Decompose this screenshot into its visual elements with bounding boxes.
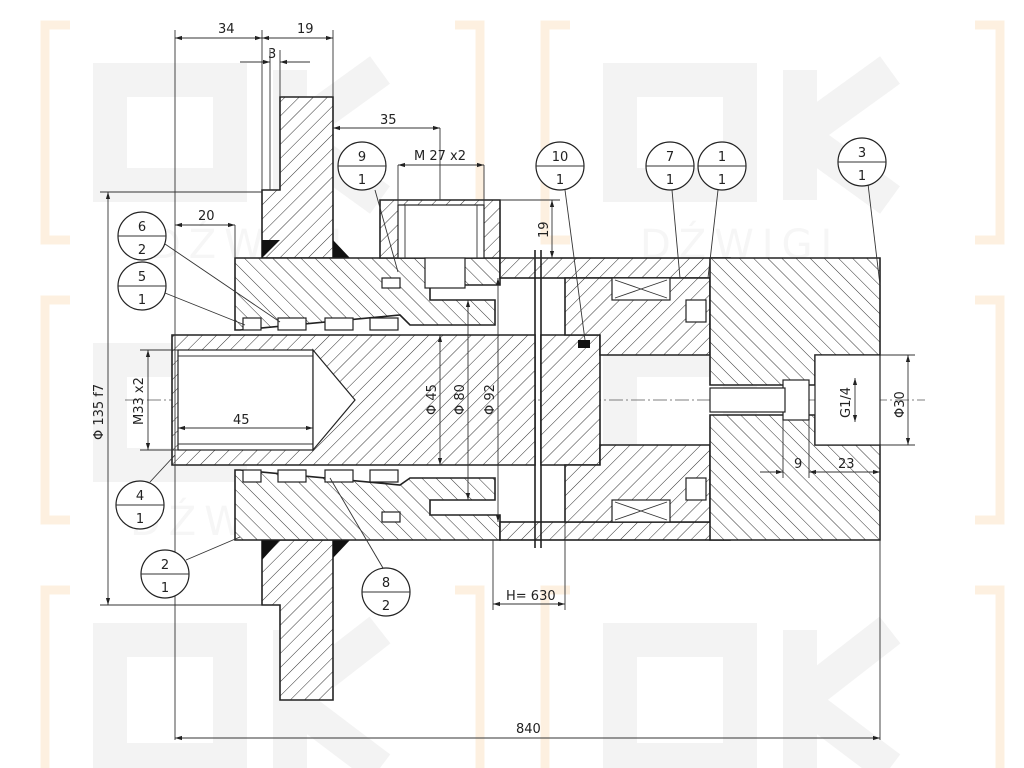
part-balloons: 9 1 10 1 7 1 1 1 3 1 [115,137,887,617]
balloon-8-2: 8 2 [329,477,411,617]
dim-g14-port: G1/4 [839,387,854,418]
balloon-quantity: 1 [136,512,144,527]
balloon-quantity: 1 [358,173,366,188]
cylinder-tube [499,257,742,541]
balloon-4-1: 4 1 [115,454,176,530]
balloon-number: 8 [382,576,390,591]
dim-35: 35 [380,113,397,128]
dim-dia-135: Φ 135 f7 [92,384,107,440]
dim-3: 3 [268,47,276,62]
balloon-quantity: 1 [718,173,726,188]
port-boss [379,199,501,289]
dim-dia-45: Φ 45 [425,384,440,415]
balloon-3-1: 3 1 [837,137,887,286]
balloon-6-2: 6 2 [117,211,281,323]
dim-m33-thread: M33 x2 [132,377,147,425]
dim-45-length: 45 [233,413,250,428]
balloon-number: 2 [161,558,169,573]
balloon-quantity: 2 [138,243,146,258]
dim-stroke-h: H= 630 [506,589,556,604]
dim-19-port: 19 [537,221,552,238]
balloon-number: 10 [552,150,569,165]
dim-m27-thread: M 27 x2 [414,149,466,164]
balloon-quantity: 1 [161,581,169,596]
dim-20: 20 [198,209,215,224]
dim-9: 9 [794,457,802,472]
balloon-number: 9 [358,150,366,165]
balloon-5-1: 5 1 [117,261,246,326]
piston [564,277,711,523]
mounting-flange [261,96,350,701]
piston-rod [171,334,601,466]
balloon-10-1: 10 1 [535,141,586,341]
dim-dia-92: Φ 92 [483,384,498,415]
balloon-quantity: 1 [556,173,564,188]
balloon-number: 4 [136,489,144,504]
balloon-quantity: 1 [666,173,674,188]
dim-23: 23 [838,457,855,472]
dimension-texts: 34 19 3 35 M 27 x2 19 20 Φ 135 f7 M33 x2… [92,22,908,737]
balloon-number: 6 [138,220,146,235]
break-lines [534,250,542,548]
balloon-quantity: 2 [382,599,390,614]
balloon-number: 1 [718,150,726,165]
dim-34: 34 [218,22,235,37]
dim-dia-80: Φ 80 [453,384,468,415]
balloon-1-1: 1 1 [697,141,747,279]
balloon-quantity: 1 [858,169,866,184]
balloon-quantity: 1 [138,293,146,308]
dimension-lines [100,30,915,741]
dim-19-top: 19 [297,22,314,37]
dim-total-840: 840 [516,722,541,737]
end-cap [709,257,881,541]
balloon-7-1: 7 1 [645,141,695,279]
balloon-number: 3 [858,146,866,161]
balloon-number: 7 [666,150,674,165]
dim-dia-30: Φ30 [893,391,908,418]
rod-seals [242,277,401,523]
balloon-number: 5 [138,270,146,285]
balloon-9-1: 9 1 [337,141,399,273]
balloon-2-1: 2 1 [140,536,241,599]
